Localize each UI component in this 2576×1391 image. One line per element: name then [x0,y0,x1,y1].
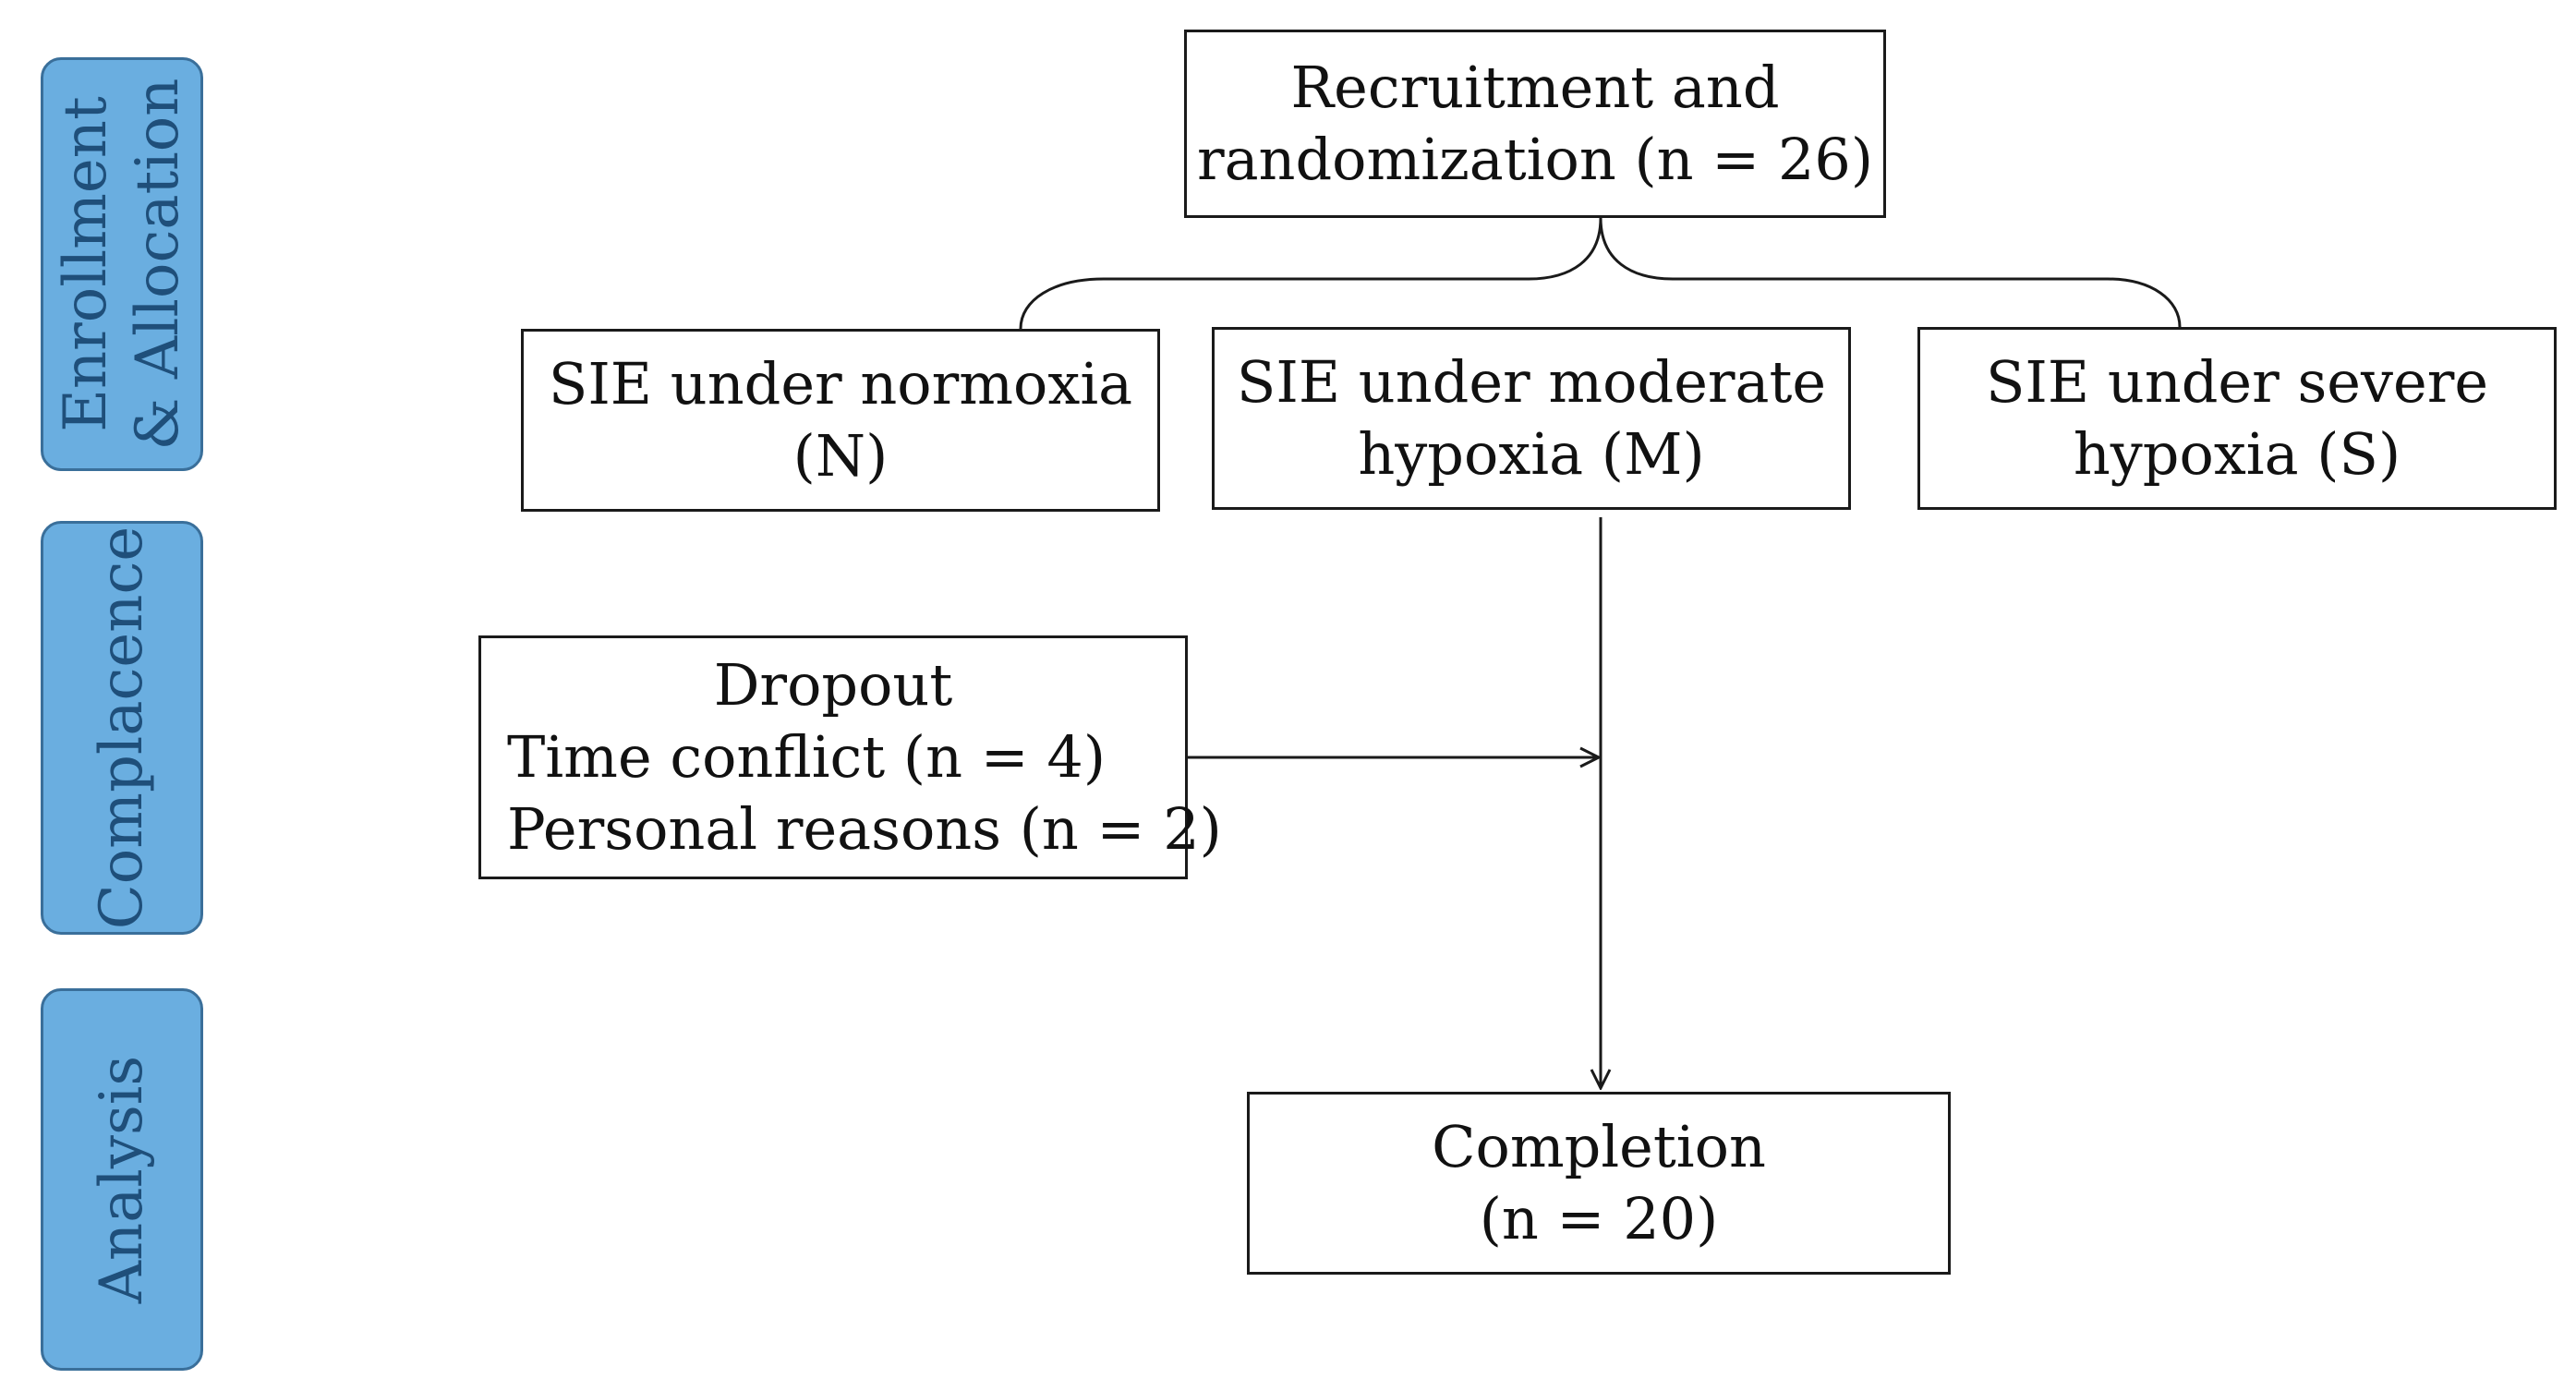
dropout-reason-personal: Personal reasons (n = 2) [507,795,1222,863]
group-severe-box: SIE under severe hypoxia (S) [1917,327,2557,510]
group-severe-line1: SIE under severe [1985,348,2489,416]
group-normoxia-line2: (N) [792,422,889,490]
group-moderate-box: SIE under moderate hypoxia (M) [1212,327,1851,510]
stage-compliance: Complacence [41,521,203,935]
dropout-title: Dropout [713,651,953,719]
group-severe-line2: hypoxia (S) [2073,420,2401,488]
group-normoxia-box: SIE under normoxia (N) [521,329,1160,512]
completion-line2: (n = 20) [1479,1185,1719,1252]
dropout-reason-time: Time conflict (n = 4) [507,723,1107,791]
recruitment-box: Recruitment and randomization (n = 26) [1184,30,1886,218]
stage-enrollment-allocation: Enrollment & Allocation [41,57,203,471]
group-moderate-line1: SIE under moderate [1236,348,1827,416]
stage-analysis: Analysis [41,988,203,1371]
recruitment-line2: randomization (n = 26) [1196,126,1874,193]
group-moderate-line2: hypoxia (M) [1358,420,1705,488]
group-normoxia-line1: SIE under normoxia [548,350,1133,417]
completion-box: Completion (n = 20) [1247,1092,1951,1275]
recruitment-line1: Recruitment and [1290,54,1780,121]
dropout-box: Dropout Time conflict (n = 4) Personal r… [478,635,1222,879]
completion-line1: Completion [1432,1113,1766,1180]
brace-left-arm [1019,217,1602,330]
brace-right-arm [1599,217,2182,328]
